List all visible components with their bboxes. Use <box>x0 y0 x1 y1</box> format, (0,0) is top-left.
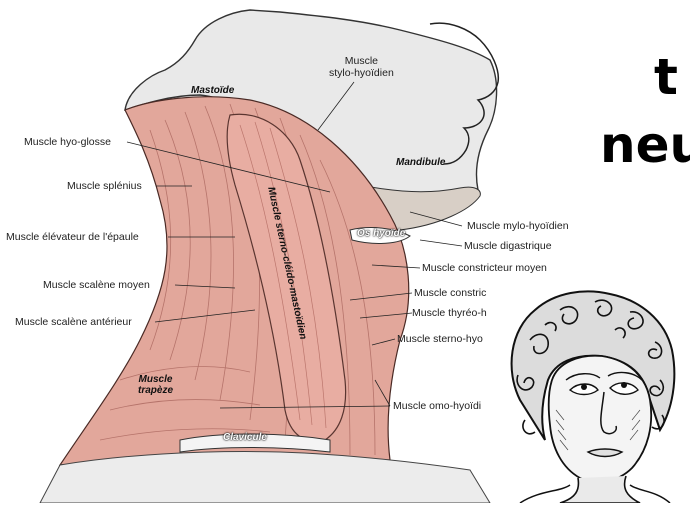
overlay-text-line-2: neu <box>600 120 690 170</box>
overlay-text-line-1: t <box>654 52 678 102</box>
scalene-anterieur-label: Muscle scalène antérieur <box>15 316 132 328</box>
scalene-moyen-label: Muscle scalène moyen <box>43 279 150 291</box>
thyreo-hyoidien-label: Muscle thyréo-h <box>412 307 487 319</box>
constricteur-label: Muscle constric <box>414 287 486 299</box>
constricteur-moyen-label: Muscle constricteur moyen <box>422 262 547 274</box>
elevateur-label: Muscle élévateur de l'épaule <box>6 231 139 243</box>
hyo-glosse-label: Muscle hyo-glosse <box>24 136 111 148</box>
clavicule-label: Clavicule <box>223 432 267 443</box>
stylo-hyoidien-label: Muscle stylo-hyoïdien <box>329 55 394 79</box>
mylo-hyoidien-label: Muscle mylo-hyoïdien <box>467 220 569 232</box>
mastoide-label: Mastoïde <box>191 85 234 96</box>
sterno-hyoidien-label: Muscle sterno-hyo <box>397 333 483 345</box>
mandibule-label: Mandibule <box>396 157 445 168</box>
omo-hyoidien-label: Muscle omo-hyoïdi <box>393 400 481 412</box>
classical-bust-icon <box>500 280 690 503</box>
shoulder-base <box>40 452 490 503</box>
digastrique-label: Muscle digastrique <box>464 240 552 252</box>
trapeze-label: Muscle trapèze <box>138 374 173 396</box>
splenius-label: Muscle splénius <box>67 180 142 192</box>
os-hyoide-label: Os hyoïde <box>357 228 405 239</box>
